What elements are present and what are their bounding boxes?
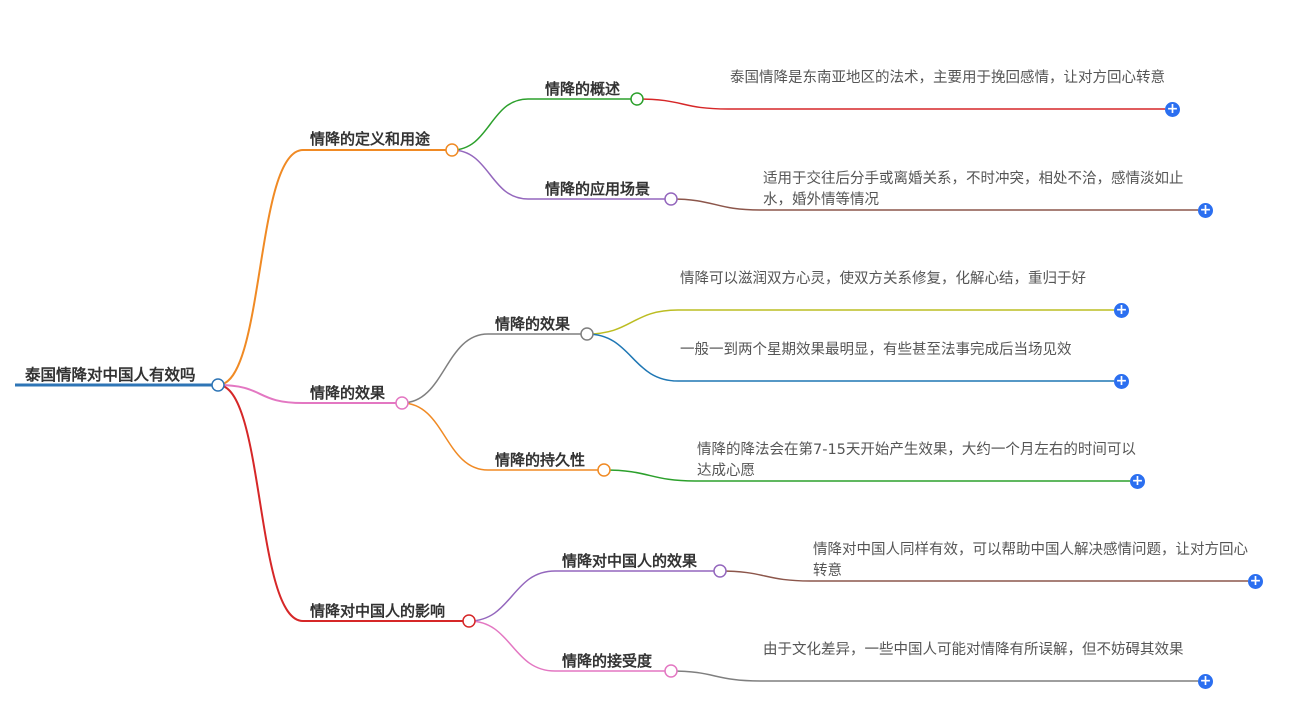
sub-1-2-dot[interactable] [664,192,678,206]
sub-3-2-label[interactable]: 情降的接受度 [562,652,653,670]
leaf-2-2-text: 情降的降法会在第7-15天开始产生效果，大约一个月左右的时间可以达成心愿 [697,442,1136,479]
leaf-2-1b-text: 一般一到两个星期效果最明显，有些甚至法事完成后当场见效 [680,342,1072,358]
branch-1-label[interactable]: 情降的定义和用途 [310,130,431,148]
connector-leaf-3-1 [719,570,1248,582]
sub-3-1-dot[interactable] [713,564,727,578]
plus-circle-icon[interactable]: + [1248,573,1263,589]
sub-2-2-label[interactable]: 情降的持久性 [495,451,586,469]
connector-sub-1-1 [451,98,637,151]
connector-sub-2-2 [401,402,604,471]
connector-branch-1 [217,149,452,386]
branch-2-label[interactable]: 情降的效果 [310,384,386,402]
sub-2-2-dot[interactable] [597,463,611,477]
plus-circle-icon[interactable]: + [1198,202,1213,218]
branch-3-dot[interactable] [462,614,476,628]
plus-circle-icon[interactable]: + [1114,302,1129,318]
branch-2-dot[interactable] [395,396,409,410]
sub-1-2-label[interactable]: 情降的应用场景 [545,180,651,198]
branch-3-label[interactable]: 情降对中国人的影响 [310,602,446,620]
connector-leaf-2-1b [586,333,1114,382]
connector-sub-1-2 [451,149,671,200]
root-node-dot[interactable] [211,378,225,392]
connector-leaf-1-2 [670,198,1198,211]
connector-leaf-2-1a [586,309,1114,335]
plus-circle-icon[interactable]: + [1130,473,1145,489]
connector-branch-2 [217,384,402,404]
connector-sub-3-1 [468,570,720,622]
leaf-1-2-text: 适用于交往后分手或离婚关系，不时冲突，相处不洽，感情淡如止水，婚外情等情况 [763,171,1184,208]
connector-leaf-3-2 [670,670,1198,682]
connector-leaf-1-1 [636,98,1165,110]
leaf-2-1a-text: 情降可以滋润双方心灵，使双方关系修复，化解心结，重归于好 [680,271,1086,287]
leaf-3-2-text: 由于文化差异，一些中国人可能对情降有所误解，但不妨碍其效果 [763,642,1184,658]
sub-1-1-label[interactable]: 情降的概述 [545,80,621,98]
sub-2-1-dot[interactable] [580,327,594,341]
connector-sub-2-1 [401,333,587,404]
connector-leaf-2-2 [603,469,1130,482]
sub-3-1-label[interactable]: 情降对中国人的效果 [562,552,698,570]
leaf-1-1-text: 泰国情降是东南亚地区的法术，主要用于挽回感情，让对方回心转意 [730,70,1165,86]
root-topic[interactable]: 泰国情降对中国人有效吗 [25,366,196,384]
sub-3-2-dot[interactable] [664,664,678,678]
connector-sub-3-2 [468,620,671,672]
branch-1-dot[interactable] [445,143,459,157]
plus-circle-icon[interactable]: + [1165,101,1180,117]
connector-branch-3 [217,384,469,622]
sub-2-1-label[interactable]: 情降的效果 [495,315,571,333]
leaf-3-1-text: 情降对中国人同样有效，可以帮助中国人解决感情问题，让对方回心转意 [813,542,1248,579]
plus-circle-icon[interactable]: + [1198,673,1213,689]
sub-1-1-dot[interactable] [630,92,644,106]
plus-circle-icon[interactable]: + [1114,373,1129,389]
